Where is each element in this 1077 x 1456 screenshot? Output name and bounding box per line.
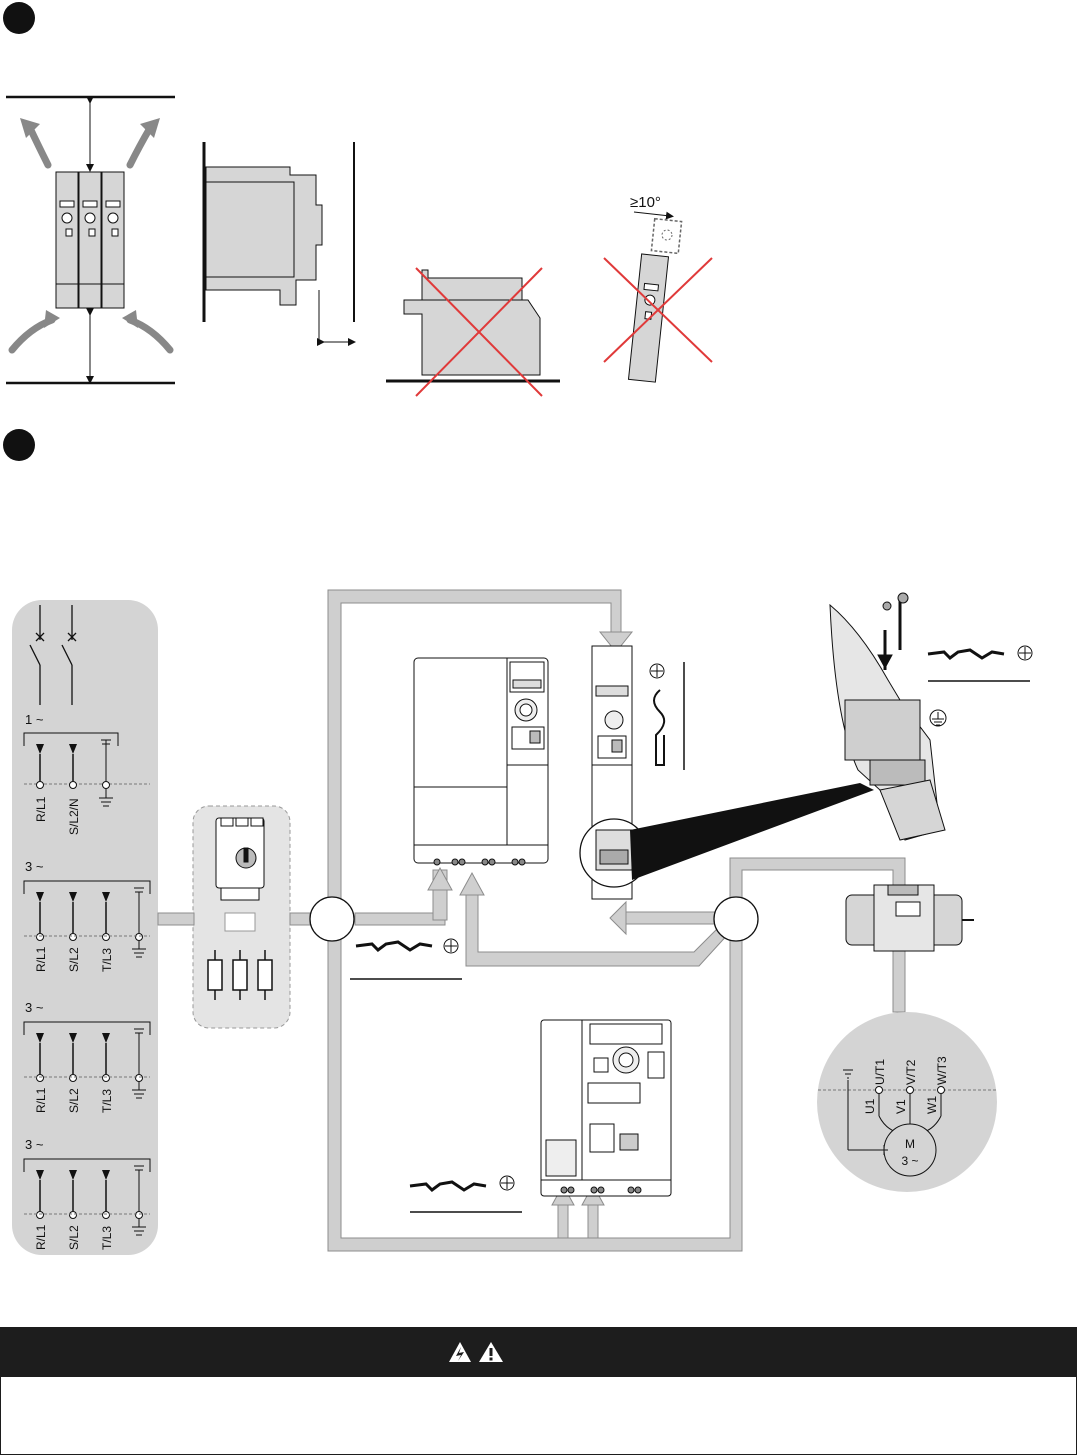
- supply-single-phase: 1 ~ R/L1 S/L2/N: [23, 712, 150, 835]
- torque-label-right: [927, 645, 1033, 682]
- motor-label-phase: 3 ~: [901, 1154, 918, 1168]
- motor-winding-V1: V1: [894, 1099, 908, 1114]
- motor-terminal-circle: [817, 1012, 997, 1192]
- torque-label-compact: [409, 1175, 522, 1213]
- supply-three-phase-a: 3 ~ R/L1 S/L2 T/L3: [23, 859, 151, 972]
- danger-message-box: [0, 1377, 1077, 1455]
- supply-three-phase-c: 3 ~ R/L1 S/L2 T/L3: [23, 1137, 151, 1250]
- supply-symbol: 3 ~: [25, 1137, 44, 1152]
- motor-terminal-U-T1: U/T1: [873, 1059, 887, 1085]
- supply-terminal-label: T/L3: [100, 948, 114, 972]
- side-mount-diagram: [202, 142, 356, 346]
- tilt-forbidden: ≥10°: [603, 194, 713, 383]
- motor-terminal-W-T3: W/T3: [935, 1056, 949, 1085]
- terminal-detail: [829, 592, 946, 841]
- supply-terminal-label: S/L2: [67, 947, 81, 972]
- supply-terminal-label: R/L1: [34, 1224, 48, 1250]
- supply-terminal-label: T/L3: [100, 1226, 114, 1250]
- motor: [845, 884, 974, 952]
- motor-label-m: M: [905, 1137, 915, 1151]
- circuit-breaker: [215, 817, 265, 901]
- supply-1-symbol: 1 ~: [25, 712, 44, 727]
- clearance-diagram: [6, 95, 175, 385]
- ground-icon: [649, 663, 665, 679]
- disconnect-switch: [29, 605, 77, 705]
- danger-header-bar: [0, 1327, 1077, 1377]
- torque-screwdriver-icon: [653, 689, 666, 766]
- fuses: [207, 950, 273, 1000]
- angle-label: ≥10°: [630, 194, 661, 211]
- zoom-cone: [630, 783, 874, 880]
- supply-terminal-label: S/L2: [67, 1088, 81, 1113]
- supply-panel: [12, 600, 158, 1255]
- junction-node-right: [713, 896, 759, 942]
- motor-terminal-V-T2: V/T2: [904, 1059, 918, 1085]
- horizontal-mount-forbidden: [386, 267, 560, 397]
- step-1-marker: [3, 2, 35, 34]
- motor-winding-W1: W1: [925, 1096, 939, 1114]
- step-2-marker: [3, 429, 35, 461]
- drive-large: [413, 657, 549, 866]
- supply-terminal-label: T/L3: [100, 1089, 114, 1113]
- danger-icons-layer: [449, 1342, 503, 1362]
- terminal-R-L1: R/L1: [34, 796, 48, 822]
- supply-terminal-label: S/L2: [67, 1225, 81, 1250]
- supply-symbol: 3 ~: [25, 859, 44, 874]
- torque-label-large: [350, 938, 462, 980]
- drive-compact: [540, 1019, 672, 1197]
- label-placeholder: [224, 912, 256, 932]
- supply-three-phase-b: 3 ~ R/L1 S/L2 T/L3: [23, 1000, 151, 1113]
- junction-node-left: [309, 896, 355, 942]
- motor-terminal-schematic: U/T1 V/T2 W/T3 U1 V1 W1 M 3 ~: [818, 1056, 996, 1177]
- terminal-S-L2-N: S/L2/N: [67, 798, 81, 835]
- supply-symbol: 3 ~: [25, 1000, 44, 1015]
- motor-winding-U1: U1: [863, 1098, 877, 1114]
- supply-terminal-label: R/L1: [34, 946, 48, 972]
- supply-terminal-label: R/L1: [34, 1087, 48, 1113]
- ground-symbol-detail: [929, 709, 947, 727]
